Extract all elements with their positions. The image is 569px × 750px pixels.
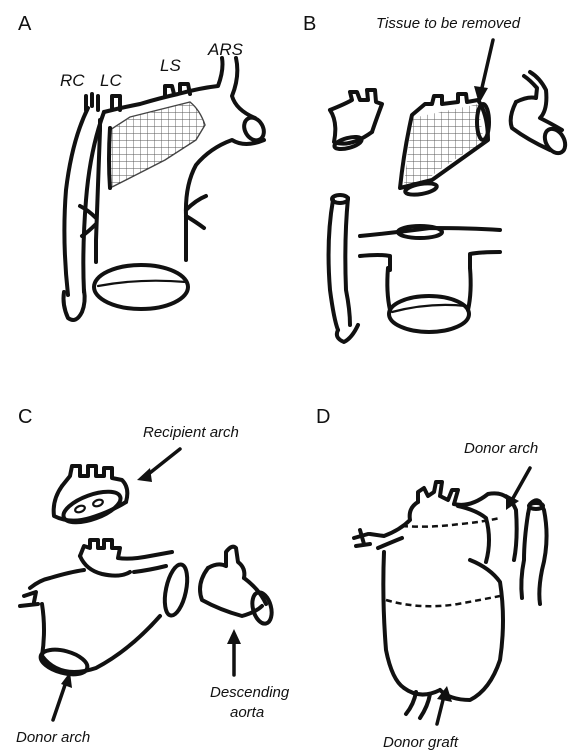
panel-b-drawing <box>329 72 569 342</box>
label-donor-arch-d: Donor arch <box>464 440 538 457</box>
annotation-tissue-to-be-removed: Tissue to be removed <box>376 15 521 32</box>
panel-a-drawing <box>64 58 268 320</box>
panel-d-letter: D <box>316 406 330 428</box>
arrow-donor-arch-c <box>53 672 72 720</box>
arrow-tissue-to-be-removed <box>474 40 493 104</box>
panel-c: C Recipient arch Donor arch Descending a… <box>16 406 290 746</box>
arrow-donor-arch-d <box>506 468 530 510</box>
label-descending-aorta-2: aorta <box>230 704 264 721</box>
label-lc: LC <box>100 71 122 90</box>
panel-d: D Donor arch Donor graft <box>316 406 547 750</box>
label-descending-aorta-1: Descending <box>210 684 290 701</box>
label-ls: LS <box>160 56 181 75</box>
panel-c-letter: C <box>18 406 32 428</box>
panel-b: B Tissue to be removed <box>303 13 569 342</box>
panel-c-drawing <box>20 466 275 679</box>
label-ars: ARS <box>207 40 244 59</box>
arrow-descending-aorta <box>227 629 241 675</box>
arrow-recipient-arch <box>137 449 180 482</box>
label-donor-arch-c: Donor arch <box>16 729 90 746</box>
panel-b-letter: B <box>303 13 316 35</box>
label-rc: RC <box>60 71 85 90</box>
panel-a-letter: A <box>18 13 32 35</box>
label-donor-graft: Donor graft <box>383 734 459 750</box>
panel-d-drawing <box>354 482 547 718</box>
label-recipient-arch: Recipient arch <box>143 424 239 441</box>
panel-a: A RC LC LS ARS <box>18 13 268 320</box>
